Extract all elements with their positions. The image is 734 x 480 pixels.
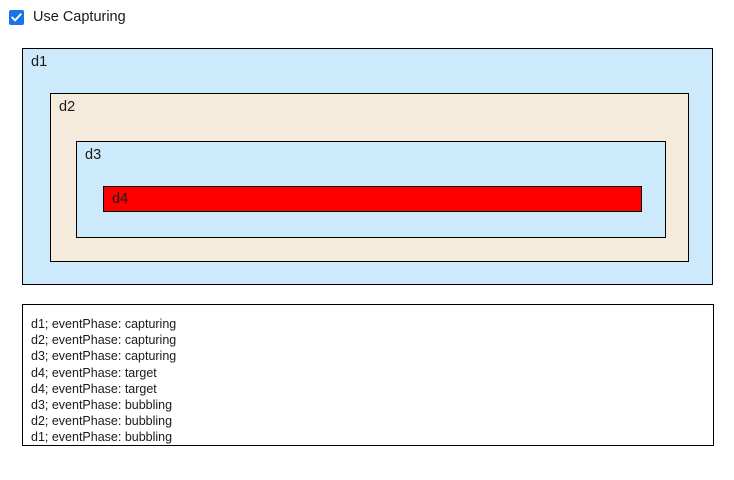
log-line: d3; eventPhase: bubbling — [31, 398, 173, 413]
box-d2-label: d2 — [59, 99, 76, 115]
box-d1[interactable]: d1 d2 d3 d4 — [22, 48, 713, 285]
log-line: d1; eventPhase: bubbling — [31, 430, 173, 445]
box-d4[interactable]: d4 — [103, 186, 642, 212]
log-line: d1; eventPhase: capturing — [31, 317, 177, 331]
use-capturing-checkbox[interactable] — [9, 9, 24, 25]
log-line: d3; eventPhase: capturing — [31, 349, 177, 364]
use-capturing-label: Use Capturing — [33, 9, 126, 25]
box-d2[interactable]: d2 d3 d4 — [50, 93, 689, 262]
log-line: d2; eventPhase: bubbling — [31, 414, 173, 429]
log-line: d4; eventPhase: target — [31, 365, 157, 380]
box-d4-label: d4 — [112, 191, 129, 207]
box-d3-label: d3 — [85, 147, 102, 163]
box-d1-label: d1 — [31, 54, 48, 70]
box-d3[interactable]: d3 d4 — [76, 141, 666, 238]
log-line: d2; eventPhase: capturing — [31, 333, 177, 348]
use-capturing-control[interactable]: Use Capturing — [9, 8, 126, 26]
event-log-panel: d1; eventPhase: capturing d2; eventPhase… — [22, 304, 714, 446]
log-line: d4; eventPhase: target — [31, 381, 157, 396]
checkmark-icon — [11, 12, 22, 22]
